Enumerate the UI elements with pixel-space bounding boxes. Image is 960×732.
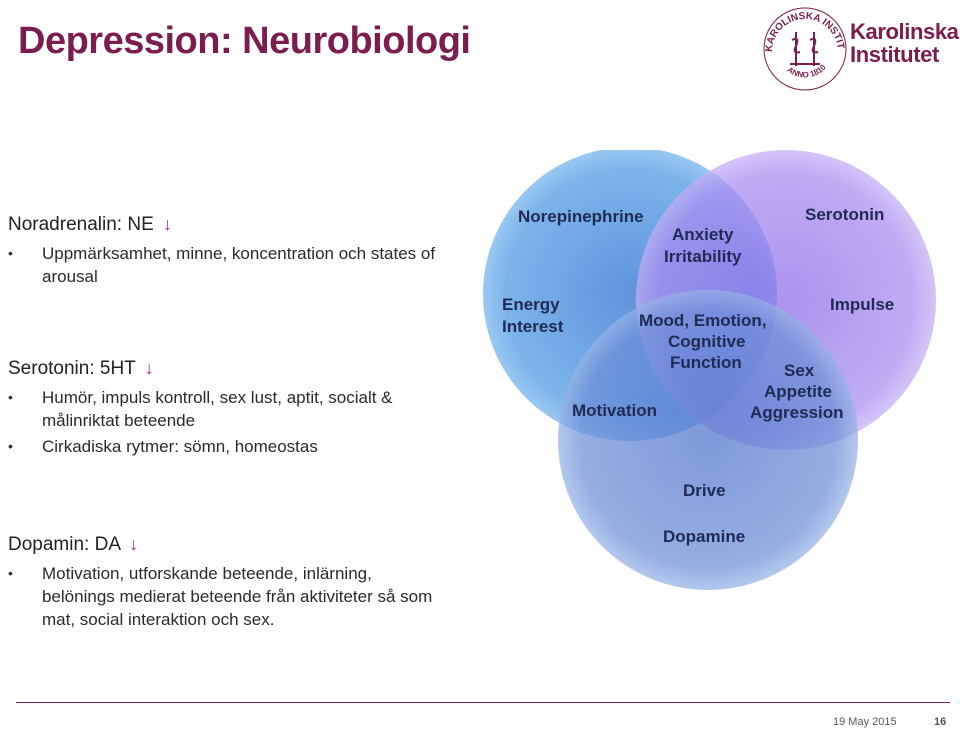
footer-page-number: 16: [934, 716, 947, 728]
down-arrow-icon: ↓: [129, 534, 139, 554]
slide-title: Depression: Neurobiologi: [18, 20, 471, 62]
karolinska-logo: KAROLINSKA INSTITUTET ANNO 1810 Karolins…: [756, 0, 960, 94]
seal-emblem-icon: [790, 32, 820, 66]
heading-text: Noradrenalin: NE: [8, 214, 154, 235]
seal-arc-text: KAROLINSKA INSTITUTET: [756, 0, 846, 52]
bullet-item: Motivation, utforskande beteende, inlärn…: [8, 562, 438, 631]
bullet-item: Humör, impuls kontroll, sex lust, aptit,…: [8, 386, 458, 432]
drive-label: Drive: [683, 481, 726, 500]
section-heading: Noradrenalin: NE ↓: [8, 214, 448, 236]
footer-date: 19 May 2015: [833, 716, 897, 728]
logo-wordmark: Karolinska Institutet: [850, 20, 959, 66]
anxiety-label: Anxiety: [672, 225, 734, 244]
motivation-label: Motivation: [572, 401, 657, 420]
function-label: Function: [670, 353, 742, 372]
section-heading: Serotonin: 5HT ↓: [8, 358, 458, 380]
logo-name-line1: Karolinska: [850, 19, 959, 44]
mood-label: Mood, Emotion,: [639, 311, 766, 330]
section-dopamin: Dopamin: DA ↓ Motivation, utforskande be…: [8, 534, 438, 634]
norepinephrine-label: Norepinephrine: [518, 207, 644, 226]
seal-icon: KAROLINSKA INSTITUTET ANNO 1810: [756, 0, 847, 91]
cognitive-label: Cognitive: [668, 332, 745, 351]
footer-divider: [16, 702, 950, 703]
bullet-item: Cirkadiska rytmer: sömn, homeostas: [8, 435, 458, 458]
down-arrow-icon: ↓: [144, 358, 154, 378]
heading-text: Serotonin: 5HT: [8, 358, 136, 379]
section-noradrenalin: Noradrenalin: NE ↓ Uppmärksamhet, minne,…: [8, 214, 448, 291]
down-arrow-icon: ↓: [163, 214, 173, 234]
irritability-label: Irritability: [664, 247, 742, 266]
dopamine-circle: [558, 290, 858, 590]
section-serotonin: Serotonin: 5HT ↓ Humör, impuls kontroll,…: [8, 358, 458, 461]
aggression-label: Aggression: [750, 403, 844, 422]
neurotransmitter-venn-diagram: Norepinephrine Serotonin Dopamine Energy…: [483, 150, 936, 590]
heading-text: Dopamin: DA: [8, 534, 120, 555]
dopamine-label: Dopamine: [663, 527, 745, 546]
svg-text:KAROLINSKA INSTITUTET: KAROLINSKA INSTITUTET: [760, 4, 846, 52]
sex-label: Sex: [784, 361, 815, 380]
section-heading: Dopamin: DA ↓: [8, 534, 438, 556]
serotonin-label: Serotonin: [805, 205, 884, 224]
impulse-label: Impulse: [830, 295, 894, 314]
bullet-item: Uppmärksamhet, minne, koncentration och …: [8, 242, 448, 288]
interest-label: Interest: [502, 317, 564, 336]
energy-label: Energy: [502, 295, 560, 314]
appetite-label: Appetite: [764, 382, 832, 401]
logo-name-line2: Institutet: [850, 42, 939, 67]
